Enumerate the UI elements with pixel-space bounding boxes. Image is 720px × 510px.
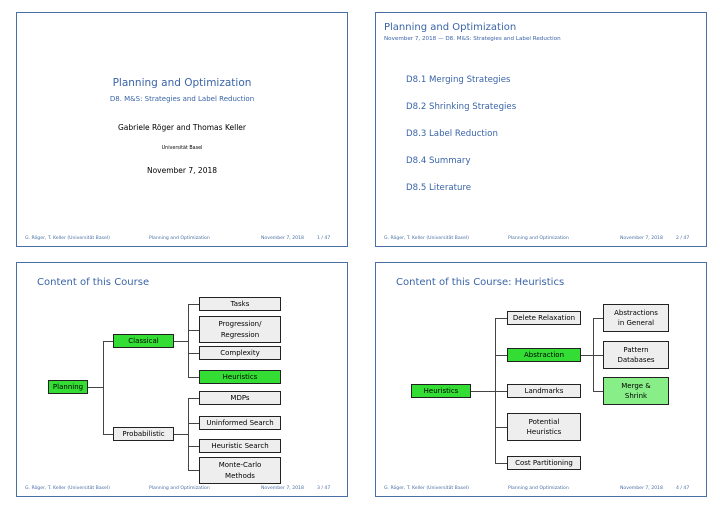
slide-title: Planning and Optimization D8. M&S: Strat… [16, 12, 348, 247]
tree-edge [188, 304, 189, 377]
tree-edge [188, 377, 199, 378]
slide2-subtitle: November 7, 2018 — D8. M&S: Strategies a… [384, 36, 561, 42]
footer-date: November 7, 2018 [261, 236, 304, 241]
footer-course: Planning and Optimization [149, 486, 210, 491]
footer-page: 4 / 47 [676, 486, 690, 491]
toc-item[interactable]: D8.4 Summary [406, 156, 471, 166]
node-uninformed-search: Uninformed Search [199, 416, 281, 430]
slide1-subtitle: D8. M&S: Strategies and Label Reduction [109, 95, 255, 103]
tree-edge [174, 434, 188, 435]
tree-edge [593, 318, 603, 319]
footer-course: Planning and Optimization [508, 236, 569, 241]
node-cost-partitioning: Cost Partitioning [507, 456, 581, 470]
tree-edge [495, 318, 507, 319]
node-abstraction: Abstraction [507, 348, 581, 362]
footer-page: 2 / 47 [676, 236, 690, 241]
footer-course: Planning and Optimization [508, 486, 569, 491]
footer-date: November 7, 2018 [620, 236, 663, 241]
node-progression-regression: Progression/ Regression [199, 316, 281, 343]
node-planning: Planning [48, 380, 88, 394]
tree-edge [188, 398, 189, 470]
tree-edge [188, 470, 199, 471]
node-potential-heuristics: Potential Heuristics [507, 413, 581, 441]
footer-page: 3 / 47 [317, 486, 331, 491]
slide-course-content: Content of this Course Planning Classica… [16, 262, 348, 497]
tree-edge [495, 355, 507, 356]
tree-edge [471, 391, 495, 392]
slide-footer: G. Röger, T. Keller (Universität Basel) … [17, 484, 347, 494]
toc-item[interactable]: D8.1 Merging Strategies [406, 75, 511, 85]
slide1-title: Planning and Optimization [112, 77, 252, 89]
node-heuristics-root: Heuristics [411, 384, 471, 398]
node-merge-and-shrink: Merge & Shrink [603, 377, 669, 405]
tree-edge [495, 463, 507, 464]
node-abstractions-in-general: Abstractions in General [603, 304, 669, 332]
slide-heuristics-content: Content of this Course: Heuristics Heuri… [375, 262, 707, 497]
node-heuristic-search: Heuristic Search [199, 439, 281, 453]
slide-footer: G. Röger, T. Keller (Universität Basel) … [17, 234, 347, 244]
slide-outline: Planning and Optimization November 7, 20… [375, 12, 707, 247]
slide1-institution: Universität Basel [161, 146, 203, 151]
toc-item[interactable]: D8.3 Label Reduction [406, 129, 498, 139]
node-classical: Classical [113, 334, 174, 348]
node-pattern-databases: Pattern Databases [603, 341, 669, 369]
tree-edge [188, 423, 199, 424]
node-landmarks: Landmarks [507, 384, 581, 398]
toc-item[interactable]: D8.2 Shrinking Strategies [406, 102, 517, 112]
node-heuristics: Heuristics [199, 370, 281, 384]
tree-edge [593, 391, 603, 392]
tree-edge [495, 318, 496, 463]
tree-edge [593, 318, 594, 391]
footer-author: G. Röger, T. Keller (Universität Basel) [384, 236, 469, 241]
footer-author: G. Röger, T. Keller (Universität Basel) [384, 486, 469, 491]
node-delete-relaxation: Delete Relaxation [507, 311, 581, 325]
tree-edge [581, 355, 593, 356]
tree-edge [188, 398, 199, 399]
tree-edge [188, 304, 199, 305]
tree-edge [188, 446, 199, 447]
node-probabilistic: Probabilistic [113, 427, 174, 441]
node-tasks: Tasks [199, 297, 281, 311]
footer-course: Planning and Optimization [149, 236, 210, 241]
tree-edge [103, 341, 104, 434]
tree-edge [188, 353, 199, 354]
node-mdps: MDPs [199, 391, 281, 405]
tree-edge [495, 391, 507, 392]
tree-edge [188, 330, 199, 331]
footer-page: 1 / 47 [317, 236, 331, 241]
slide1-authors: Gabriele Röger and Thomas Keller [118, 123, 246, 132]
tree-edge [103, 434, 113, 435]
toc-item[interactable]: D8.5 Literature [406, 183, 472, 193]
footer-author: G. Röger, T. Keller (Universität Basel) [25, 486, 110, 491]
tree-edge [174, 341, 188, 342]
slide4-title: Content of this Course: Heuristics [396, 277, 565, 288]
node-complexity: Complexity [199, 346, 281, 360]
tree-edge [87, 387, 103, 388]
tree-edge [103, 341, 113, 342]
node-monte-carlo: Monte-Carlo Methods [199, 457, 281, 484]
slide1-date: November 7, 2018 [146, 166, 218, 175]
slide3-title: Content of this Course [37, 277, 150, 288]
tree-edge [593, 355, 603, 356]
footer-date: November 7, 2018 [261, 486, 304, 491]
footer-date: November 7, 2018 [620, 486, 663, 491]
slide-footer: G. Röger, T. Keller (Universität Basel) … [376, 234, 706, 244]
tree-edge [495, 427, 507, 428]
footer-author: G. Röger, T. Keller (Universität Basel) [25, 236, 110, 241]
slide2-title: Planning and Optimization [384, 22, 517, 33]
slide-footer: G. Röger, T. Keller (Universität Basel) … [376, 484, 706, 494]
